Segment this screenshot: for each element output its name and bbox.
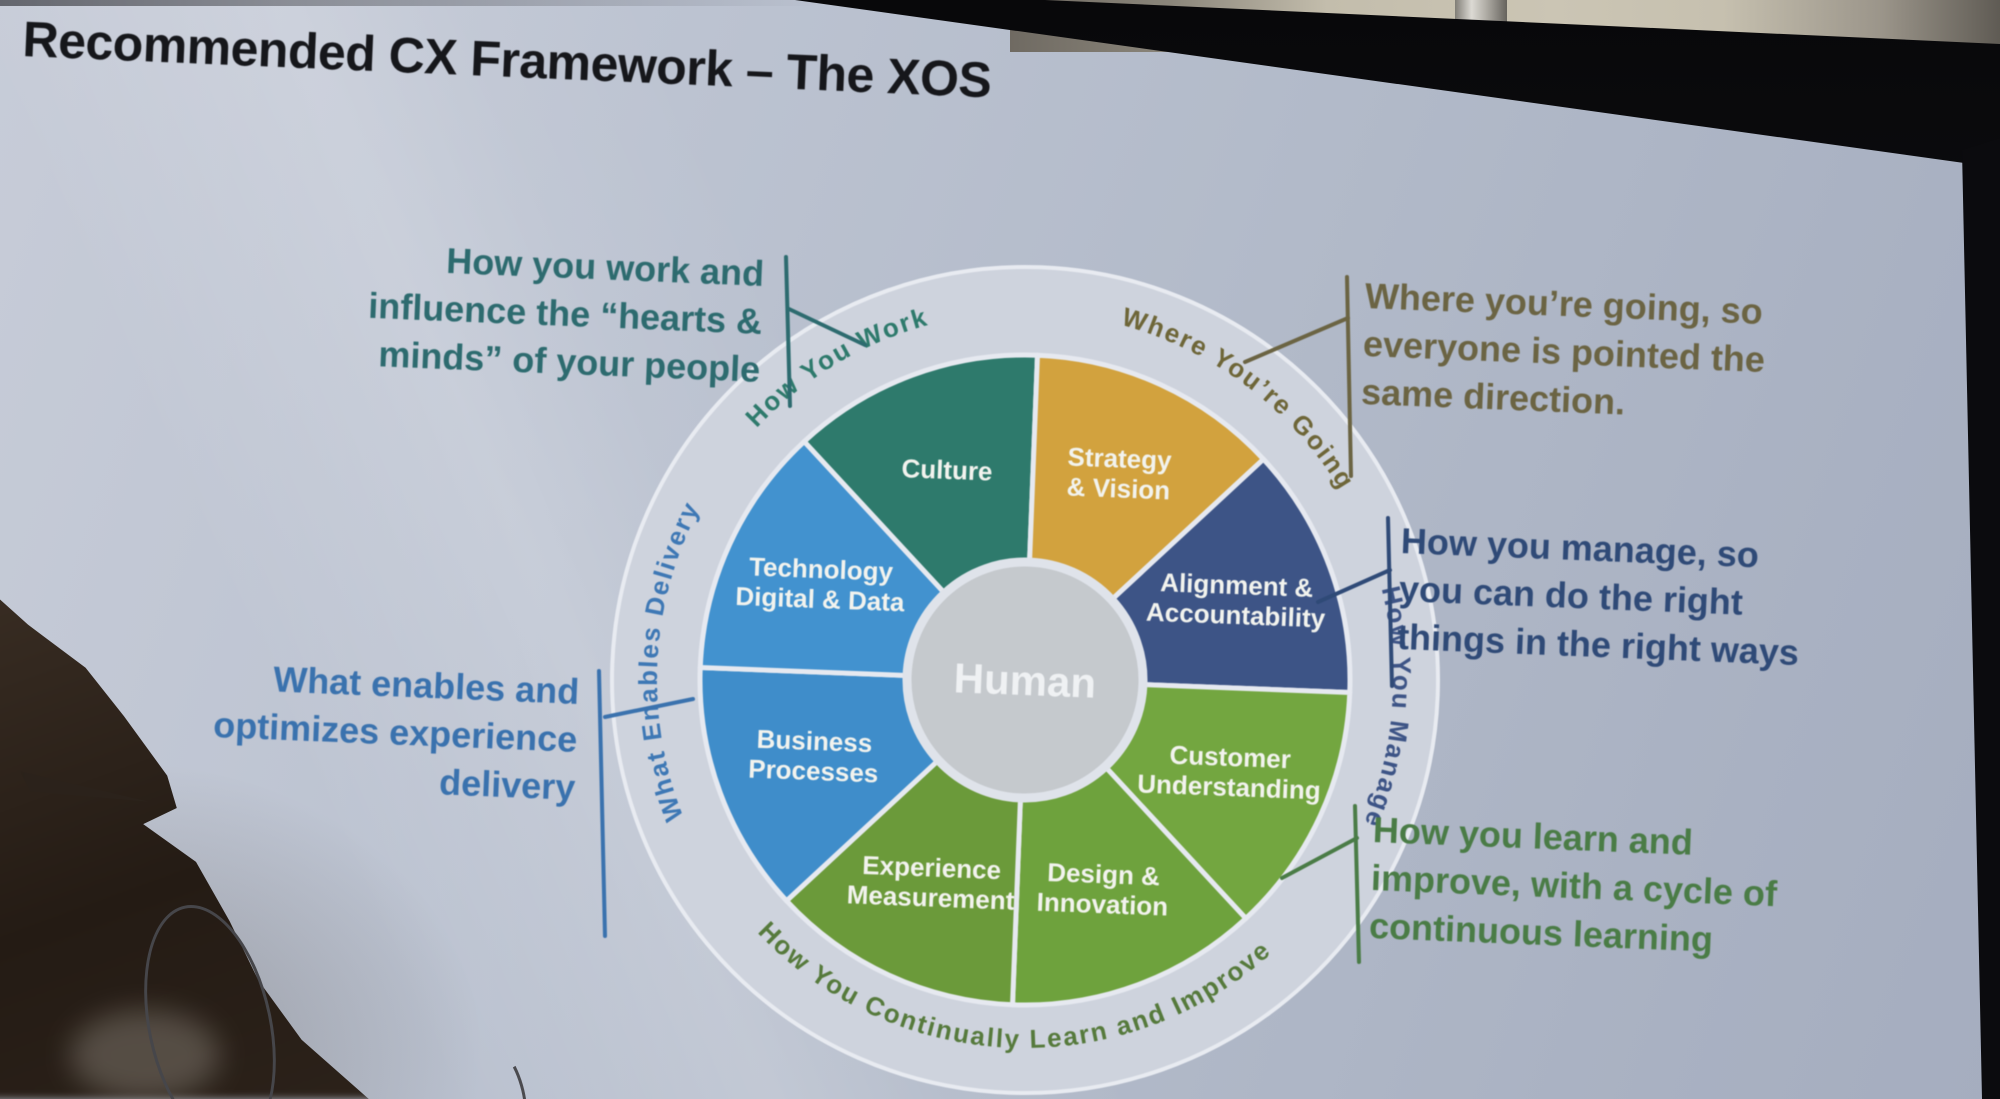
- annotation-how-you-work: How you work and influence the “hearts &…: [365, 234, 765, 394]
- segment-label: Technology: [749, 551, 895, 587]
- segment-label: Accountability: [1146, 597, 1327, 634]
- segment-label: Business: [756, 724, 873, 758]
- annotation-how-you-manage: How you manage, so you can do the right …: [1396, 517, 1803, 677]
- human-center-circle: [902, 557, 1148, 803]
- metal-pole: [1455, 0, 1507, 26]
- screen-edge-shadow: [0, 0, 820, 6]
- segment-label: Strategy: [1067, 441, 1173, 475]
- annotation-how-you-learn: How you learn and improve, with a cycle …: [1368, 806, 1780, 966]
- annotation-where-youre-going: Where you’re going, so everyone is point…: [1360, 272, 1768, 432]
- segment-label: Understanding: [1137, 768, 1321, 805]
- segment-label: Digital & Data: [735, 581, 906, 617]
- annotation-what-enables: What enables and optimizes experience de…: [210, 653, 580, 812]
- segment-label: Culture: [901, 453, 993, 486]
- segment-label: Processes: [748, 753, 879, 788]
- segment-label: Experience: [862, 850, 1002, 885]
- oracle-logo: ORACLE: [1748, 64, 1946, 117]
- segment-label: & Vision: [1066, 471, 1171, 505]
- segment-label: Design &: [1047, 857, 1161, 891]
- segment-label: Innovation: [1036, 887, 1168, 922]
- segment-label: Customer: [1169, 740, 1291, 775]
- cx-framework-wheel: Culture Strategy & Vision Alignment & Ac…: [610, 265, 1440, 1095]
- slide-title: Recommended CX Framework – The XOS: [21, 10, 993, 109]
- human-center-label: Human: [953, 654, 1097, 706]
- segment-label: Alignment &: [1160, 567, 1314, 603]
- hair-highlight: [70, 1010, 220, 1099]
- segment-label: Measurement: [846, 879, 1015, 915]
